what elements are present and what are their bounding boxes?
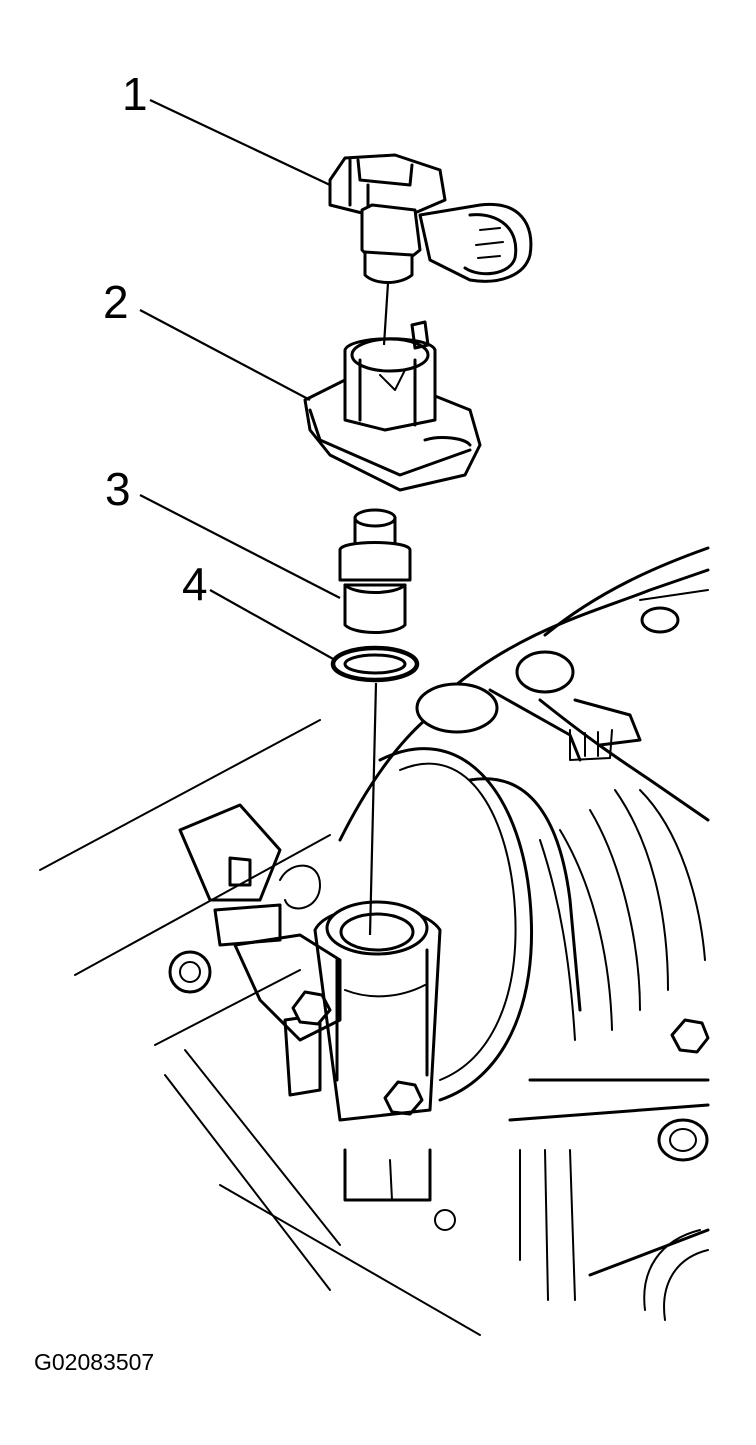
sensor-housing-part <box>338 508 412 634</box>
leader-line-3 <box>139 494 341 599</box>
sensor-bracket-part <box>303 320 482 492</box>
callout-2: 2 <box>103 276 129 328</box>
bolt-icon <box>168 950 212 994</box>
bolt-icon <box>383 1080 424 1116</box>
assembly-axis-line <box>368 282 390 936</box>
callout-1: 1 <box>122 68 148 120</box>
callout-3: 3 <box>105 463 131 515</box>
bolt-icon <box>670 1018 710 1054</box>
o-ring-part <box>330 645 420 683</box>
leader-line-4 <box>209 589 336 661</box>
leader-line-2 <box>139 309 311 401</box>
engine-block-illustration <box>39 546 710 1336</box>
camshaft-sensor-part <box>328 153 533 284</box>
callout-4: 4 <box>182 558 208 610</box>
figure-id: G02083507 <box>34 1349 154 1375</box>
bolt-icon <box>291 990 332 1026</box>
leader-line-1 <box>149 99 331 186</box>
